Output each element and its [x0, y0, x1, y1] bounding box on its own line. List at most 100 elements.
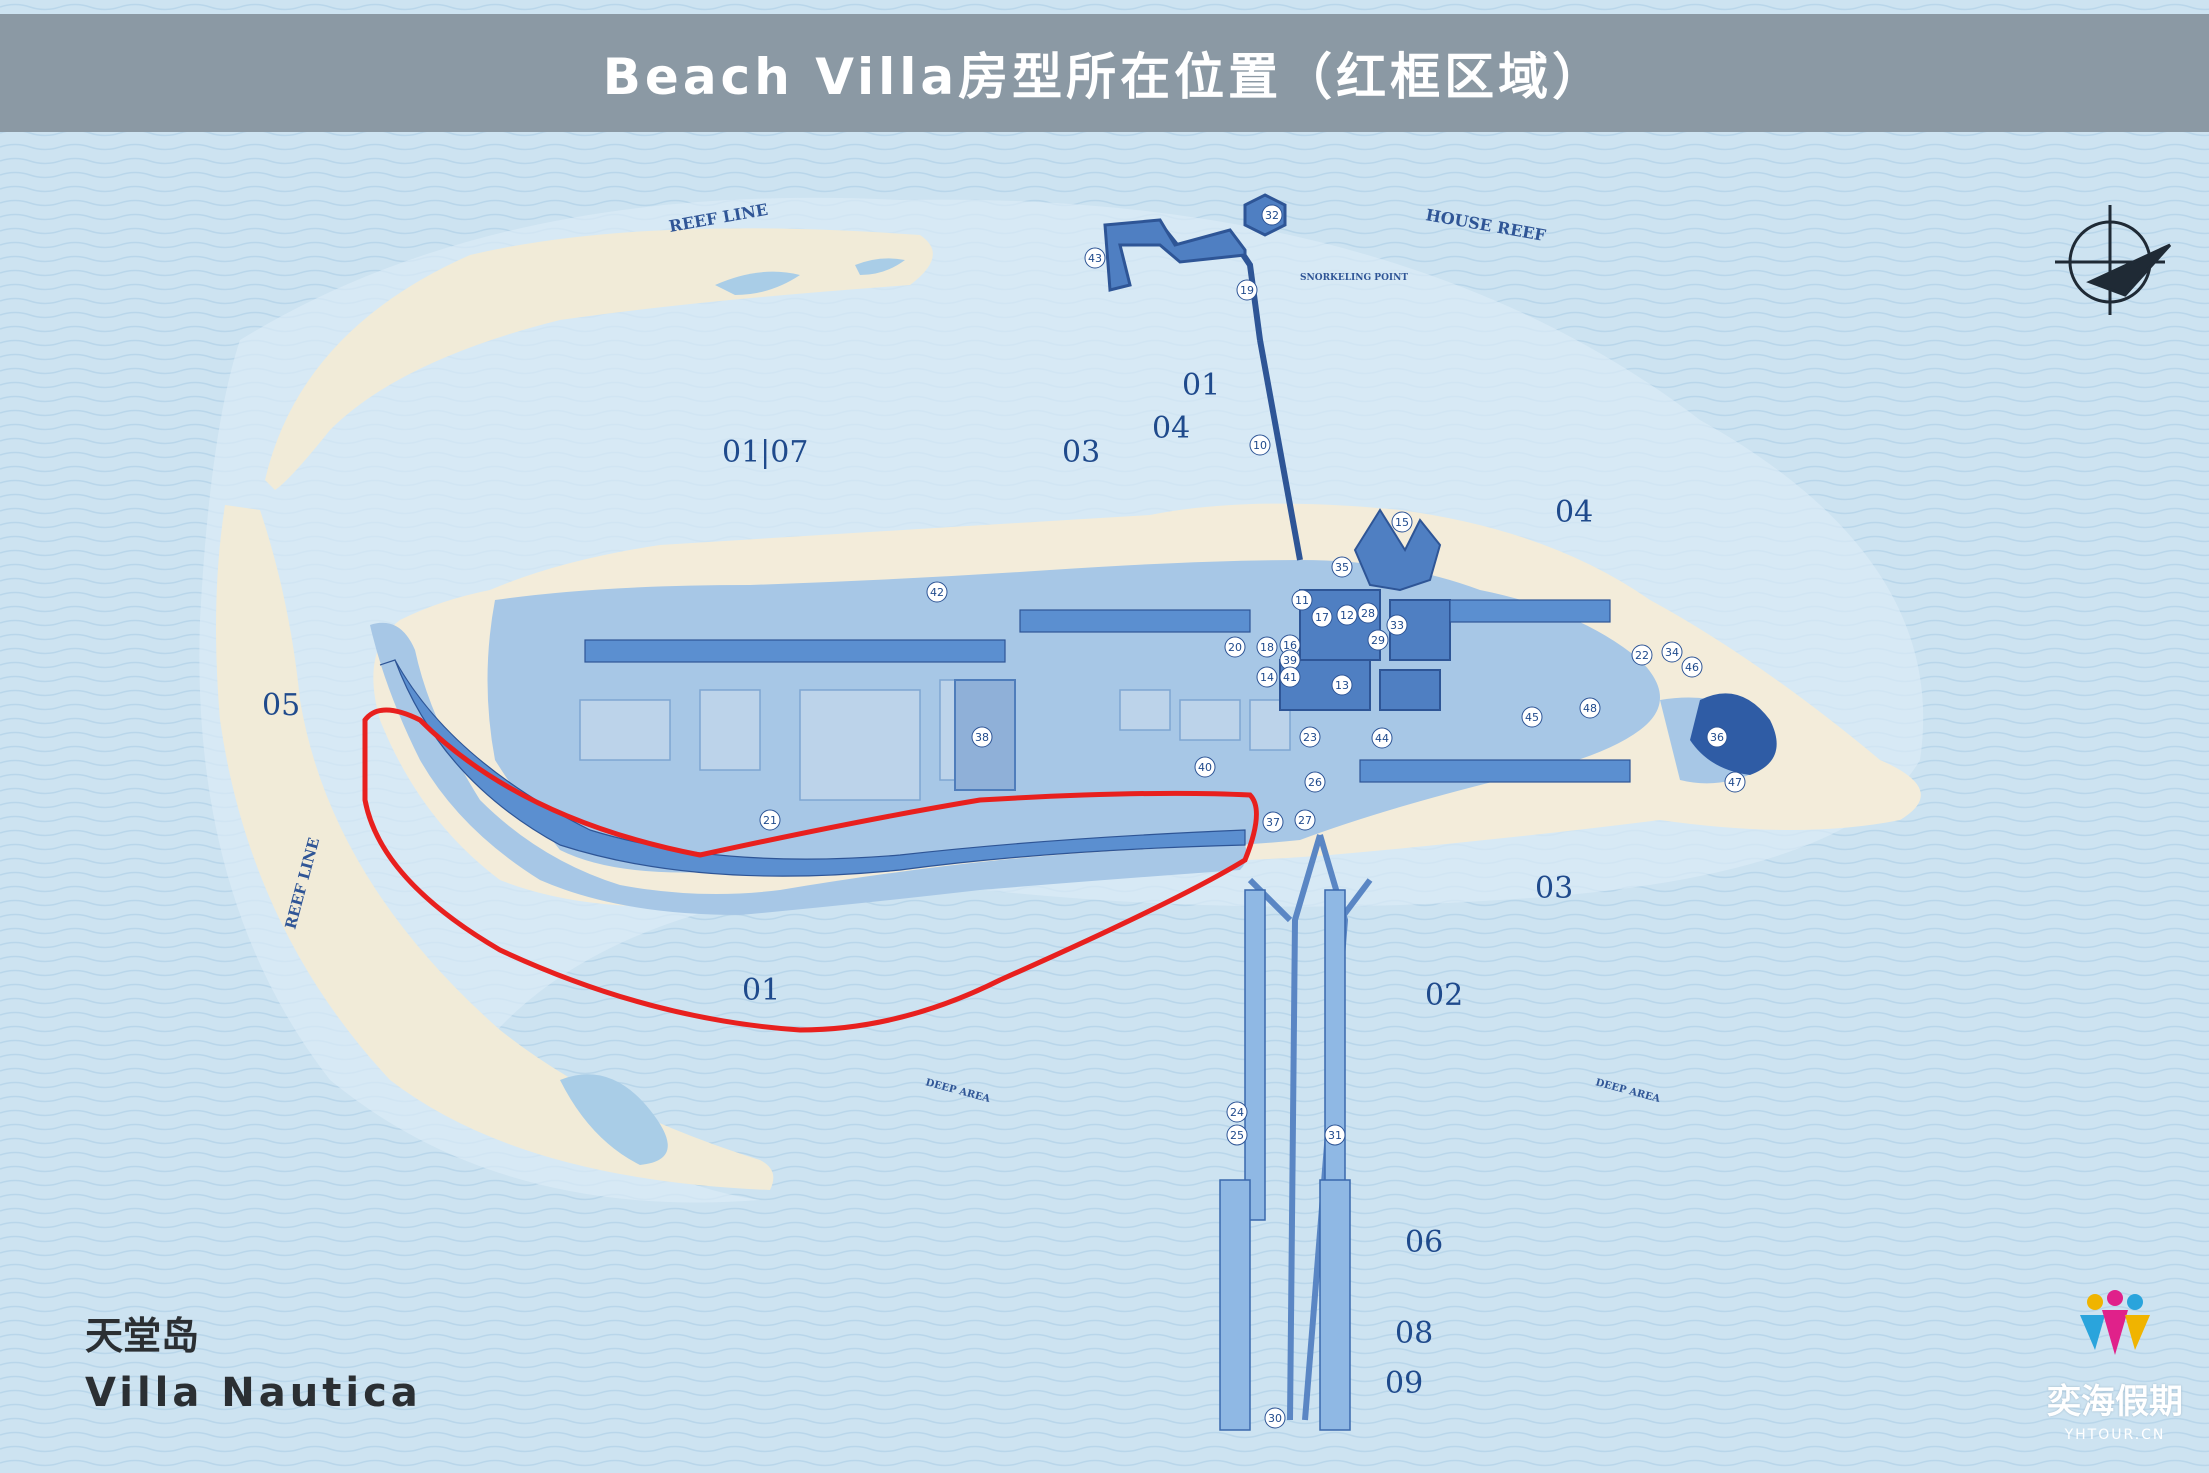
marker-19: 19	[1236, 279, 1258, 301]
island-name-cn: 天堂岛	[85, 1314, 200, 1358]
marker-40: 40	[1194, 756, 1216, 778]
marker-18: 18	[1256, 636, 1278, 658]
villa-code-05: 05	[262, 688, 300, 723]
svg-text:41: 41	[1283, 671, 1297, 684]
svg-text:13: 13	[1335, 679, 1349, 692]
title-bar: Beach Villa房型所在位置（红框区域）	[0, 14, 2209, 132]
marker-31: 31	[1324, 1124, 1346, 1146]
svg-text:42: 42	[930, 586, 944, 599]
svg-text:15: 15	[1395, 516, 1409, 529]
sand-bar-left	[216, 505, 774, 1190]
svg-text:48: 48	[1583, 702, 1597, 715]
svg-text:44: 44	[1375, 732, 1389, 745]
marker-32: 32	[1261, 204, 1283, 226]
beach-villa-rows	[379, 599, 1631, 877]
marker-27: 27	[1294, 809, 1316, 831]
label-snorkeling-point: SNORKELING POINT	[1300, 273, 1408, 283]
marker-35: 35	[1331, 556, 1353, 578]
svg-text:38: 38	[975, 731, 989, 744]
villa-code-01-top: 01	[1182, 368, 1220, 403]
brand-url: YHTOUR.CN	[2064, 1427, 2166, 1443]
villa-code-04-top: 04	[1152, 411, 1190, 446]
svg-text:35: 35	[1335, 561, 1349, 574]
east-tip-complex	[1690, 693, 1777, 775]
villa-code-01-bottom: 01	[742, 973, 780, 1008]
lagoon-patch-left	[560, 1074, 668, 1165]
compass-icon	[2055, 205, 2172, 315]
marker-38: 38	[971, 726, 993, 748]
svg-text:29: 29	[1371, 634, 1385, 647]
marker-45: 45	[1521, 706, 1543, 728]
villa-code-03-top: 03	[1062, 435, 1100, 470]
people-logo-icon	[2080, 1290, 2150, 1355]
marker-29: 29	[1367, 629, 1389, 651]
marker-13: 13	[1331, 674, 1353, 696]
svg-text:11: 11	[1295, 594, 1309, 607]
marker-24: 24	[1226, 1101, 1248, 1123]
svg-text:22: 22	[1635, 649, 1649, 662]
svg-text:23: 23	[1303, 731, 1317, 744]
marker-22: 22	[1631, 644, 1653, 666]
marker-39: 39	[1279, 649, 1301, 671]
villa-code-04-right: 04	[1555, 495, 1593, 530]
marker-12: 12	[1336, 604, 1358, 626]
marker-36: 36	[1706, 726, 1728, 748]
villa-code-02: 02	[1425, 978, 1463, 1013]
svg-text:47: 47	[1728, 776, 1742, 789]
villa-code-08: 08	[1395, 1316, 1433, 1351]
svg-text:34: 34	[1665, 646, 1679, 659]
brand-name: 奕海假期	[2047, 1382, 2183, 1422]
marker-14: 14	[1256, 666, 1278, 688]
svg-text:30: 30	[1268, 1412, 1282, 1425]
svg-text:39: 39	[1283, 654, 1297, 667]
marker-42: 42	[926, 581, 948, 603]
marker-15: 15	[1391, 511, 1413, 533]
marker-33: 33	[1386, 614, 1408, 636]
svg-text:20: 20	[1228, 641, 1242, 654]
villa-code-06: 06	[1405, 1225, 1443, 1260]
svg-text:10: 10	[1253, 439, 1267, 452]
svg-text:28: 28	[1361, 607, 1375, 620]
marker-43: 43	[1084, 247, 1106, 269]
marker-11: 11	[1291, 589, 1313, 611]
svg-text:27: 27	[1298, 814, 1312, 827]
svg-text:32: 32	[1265, 209, 1279, 222]
svg-text:43: 43	[1088, 252, 1102, 265]
svg-text:25: 25	[1230, 1129, 1244, 1142]
marker-46: 46	[1681, 656, 1703, 678]
svg-text:37: 37	[1266, 816, 1280, 829]
north-jetty-body	[1103, 218, 1247, 292]
lagoon-patch-top	[715, 271, 800, 295]
svg-text:33: 33	[1390, 619, 1404, 632]
marker-20: 20	[1224, 636, 1246, 658]
villa-code-03-bottom: 03	[1535, 871, 1573, 906]
marker-41: 41	[1279, 666, 1301, 688]
marker-47: 47	[1724, 771, 1746, 793]
marker-21: 21	[759, 809, 781, 831]
marker-10: 10	[1249, 434, 1271, 456]
svg-text:18: 18	[1260, 641, 1274, 654]
svg-text:12: 12	[1340, 609, 1354, 622]
villa-code-01-07: 01|07	[722, 435, 808, 470]
marker-17: 17	[1311, 606, 1333, 628]
lagoon-patch-top-2	[855, 258, 905, 275]
marker-25: 25	[1226, 1124, 1248, 1146]
marker-37: 37	[1262, 811, 1284, 833]
svg-text:24: 24	[1230, 1106, 1244, 1119]
marker-30: 30	[1264, 1407, 1286, 1429]
marker-44: 44	[1371, 727, 1393, 749]
svg-text:46: 46	[1685, 661, 1699, 674]
brand-logo: 奕海假期 YHTOUR.CN	[2025, 1290, 2205, 1450]
marker-28: 28	[1357, 602, 1379, 624]
svg-text:16: 16	[1283, 639, 1297, 652]
marker-48: 48	[1579, 697, 1601, 719]
svg-text:31: 31	[1328, 1129, 1342, 1142]
svg-text:26: 26	[1308, 776, 1322, 789]
island-name-en: Villa Nautica	[85, 1370, 422, 1416]
marker-26: 26	[1304, 771, 1326, 793]
page-title: Beach Villa房型所在位置（红框区域）	[602, 48, 1607, 106]
svg-text:21: 21	[763, 814, 777, 827]
highlight-outline	[362, 707, 1259, 1033]
svg-text:40: 40	[1198, 761, 1212, 774]
